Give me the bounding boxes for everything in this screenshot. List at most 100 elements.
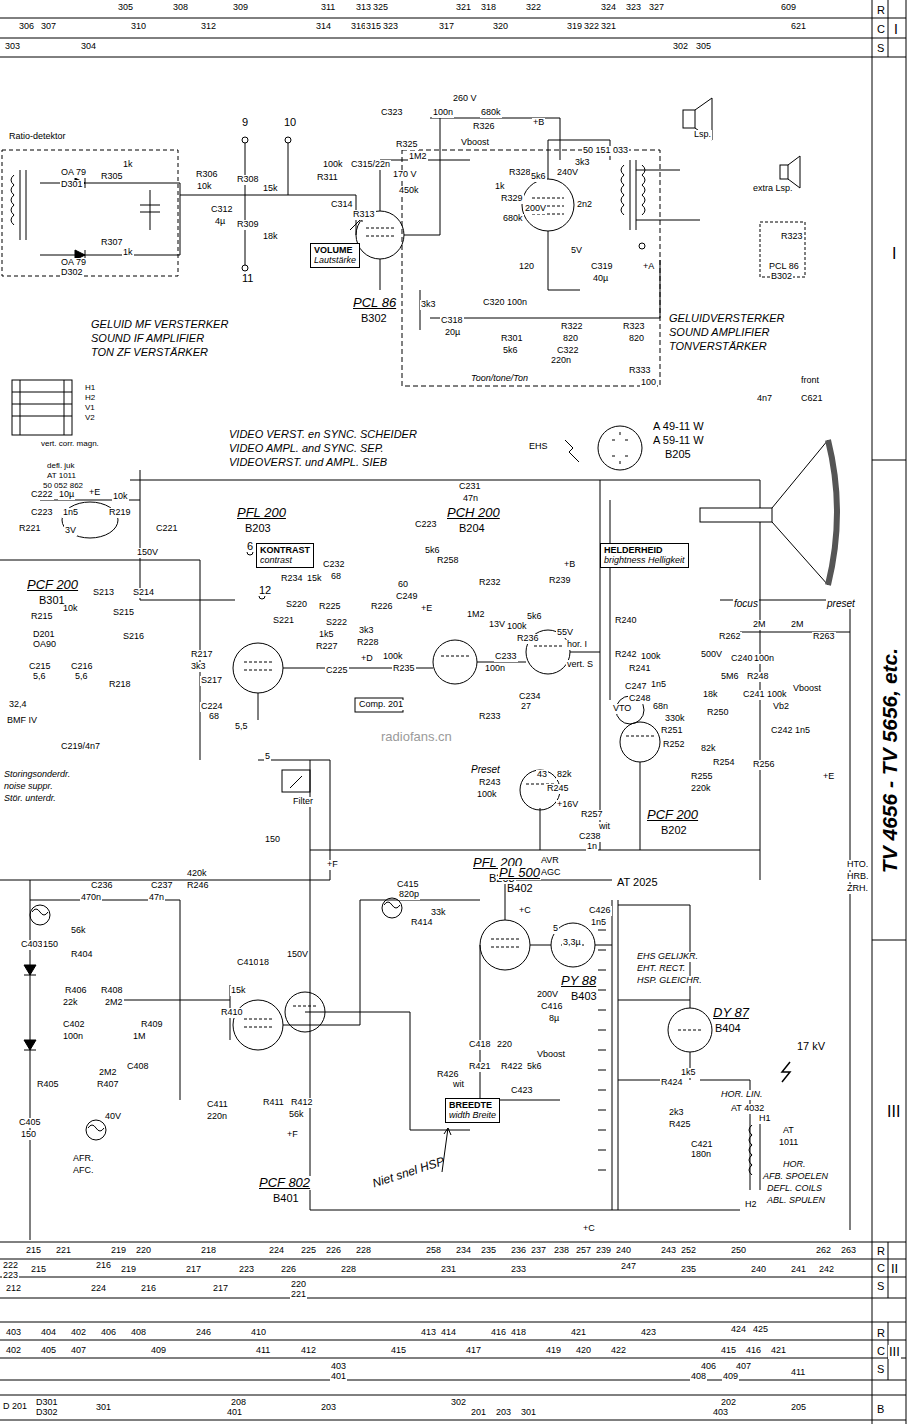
schematic-label: 40µ [592,274,609,284]
schematic-label: +F [326,860,339,870]
control-name: BREEDTE [449,1100,496,1110]
tube-label: PCL 86 [352,296,397,310]
schematic-label: R242 [614,650,638,660]
schematic-label: B402 [506,882,534,894]
schematic-label: 422 [610,1346,627,1356]
schematic-label: 15k [306,574,323,584]
schematic-label: R412 [290,1098,314,1108]
schematic-label: 50 151 033 [582,146,629,156]
schematic-label: 82k [700,744,717,754]
schematic-label: 216 [140,1284,157,1294]
schematic-label: R234 [280,574,304,584]
schematic-label: VIDEO AMPL. and SYNC. SEP. [228,442,385,454]
schematic-label: +E [88,488,101,498]
schematic-label: 2M2 [98,1068,118,1078]
schematic-label: 423 [640,1328,657,1338]
schematic-label: 241 [790,1265,807,1275]
schematic-label: 258 [425,1246,442,1256]
schematic-label: 150V [286,950,309,960]
schematic-label: H2 [84,394,96,403]
schematic-label: ABL. SPULEN [766,1196,826,1206]
schematic-label: R408 [100,986,124,996]
schematic-label: 202 [720,1398,737,1408]
schematic-label: 3,3µ [562,938,582,948]
schematic-label: C416 [540,1002,564,1012]
schematic-label: C223 [414,520,438,530]
schematic-label: C216 [70,662,94,672]
schematic-label: 325 [372,3,389,13]
schematic-label: 1M2 [408,152,428,162]
schematic-label: 401 [226,1408,243,1418]
schematic-label: C241 [742,690,766,700]
schematic-label: 621 [790,22,807,32]
schematic-label: 100n [62,1032,84,1042]
schematic-label: R325 [395,140,419,150]
schematic-label: 5,6 [32,672,47,682]
schematic-label: 228 [340,1265,357,1275]
schematic-label: 680k [480,108,502,118]
schematic-label: 47n [462,494,479,504]
schematic-label: 222 [2,1261,19,1271]
schematic-label: focus [733,598,759,609]
schematic-label: I [893,22,899,37]
schematic-label: 330k [664,714,686,724]
schematic-label: HSP. GLEICHR. [636,976,703,986]
schematic-label: 327 [648,3,665,13]
schematic-label: 56k [288,1110,305,1120]
schematic-label: C418 [468,1040,492,1050]
schematic-label: AT 4032 [730,1104,765,1114]
schematic-label: VTO [612,704,632,714]
schematic-label: 5k6 [502,346,519,356]
schematic-label: 263 [840,1246,857,1256]
schematic-label: 5,6 [74,672,89,682]
schematic-label: C411 [206,1100,229,1110]
schematic-label: 208 [230,1398,247,1408]
schematic-label: OA90 [32,640,57,650]
schematic-label: 220n [206,1112,228,1122]
schematic-label: R306 [195,170,219,180]
schematic-label: 238 [553,1246,570,1256]
schematic-label: 2M [790,620,805,630]
schematic-label: +C [518,906,532,916]
schematic-label: S [876,1280,885,1292]
schematic-label: 5M6 [720,672,740,682]
schematic-label: SOUND AMPLIFIER [668,326,770,338]
schematic-label: 224 [90,1284,107,1294]
schematic-label: 18 [258,958,270,968]
schematic-label: GELUID MF VERSTERKER [90,318,229,330]
schematic-label: 150 [264,835,281,845]
schematic-label: C421 [690,1140,714,1150]
schematic-label: 407 [735,1362,752,1372]
schematic-label: R404 [70,950,94,960]
schematic-label: 170 V [392,170,418,180]
schematic-label: V2 [84,414,96,423]
schematic-label: VIDEO VERST. en SYNC. SCHEIDER [228,428,418,440]
schematic-label: R409 [140,1020,164,1030]
schematic-label: R405 [36,1080,60,1090]
schematic-label: AT 1011 [46,472,77,481]
schematic-label: 304 [80,42,97,52]
schematic-label: 410 [250,1328,267,1338]
schematic-label: S215 [112,608,135,618]
schematic-label: H2 [744,1200,758,1210]
schematic-label: 306 [18,22,35,32]
control-caption: Lautstärke [314,255,356,265]
schematic-label: EHS [528,442,549,452]
schematic-label: 411 [255,1346,271,1356]
schematic-label: Filter [292,797,314,807]
schematic-label: S221 [272,616,295,626]
schematic-label: D301 [60,180,84,190]
schematic-label: C322 [556,346,580,356]
schematic-label: PCL 86 [768,262,800,272]
watermark: radiofans.cn [380,730,453,744]
schematic-label: HRB. [846,872,870,882]
schematic-label: 323 [625,3,642,13]
schematic-label: D 201 [2,1402,28,1412]
schematic-label: 403 [330,1362,347,1372]
schematic-label: 313 [355,3,372,13]
schematic-label: wit [598,822,611,832]
schematic-label: R308 [236,175,260,185]
schematic-label: B205 [664,448,692,460]
